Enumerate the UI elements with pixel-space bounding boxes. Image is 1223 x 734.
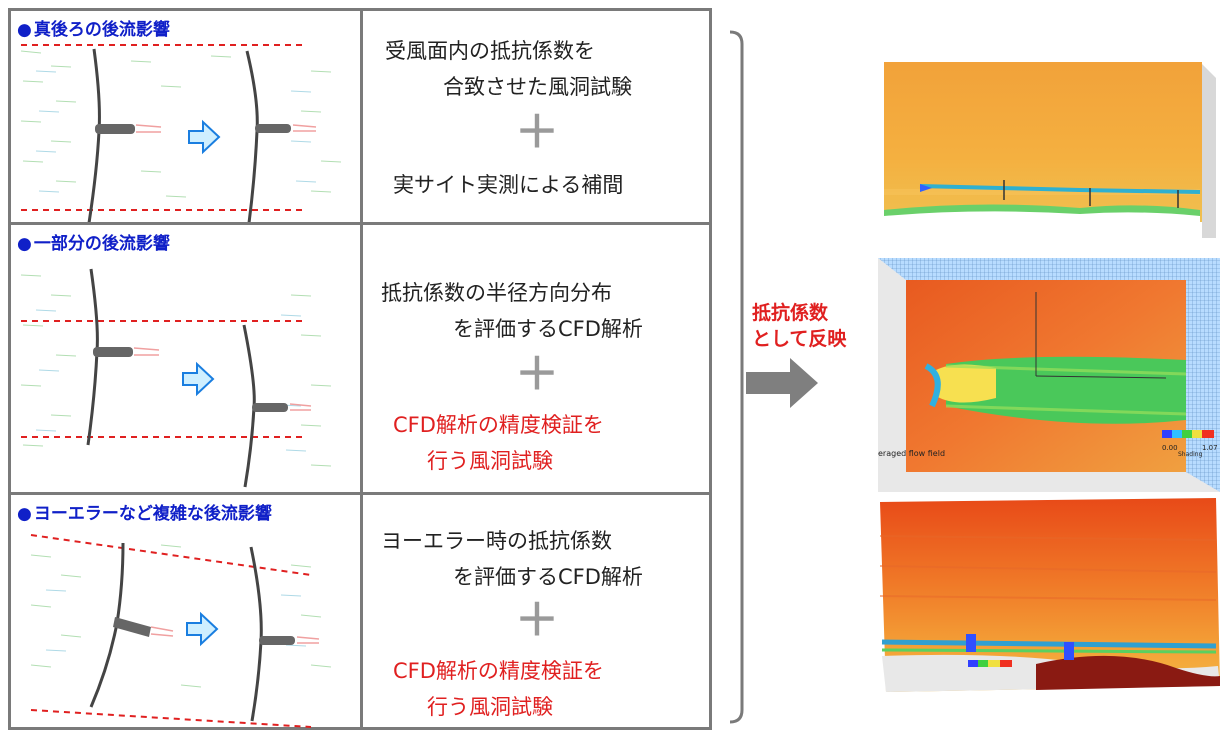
row-header: ●ヨーエラーなど複雑な後流影響 bbox=[17, 499, 272, 524]
method-text: 抵抗係数の半径方向分布 bbox=[381, 281, 612, 305]
cfd-result-averaged-flow: 0.00 1.07 Shading eraged flow field bbox=[878, 258, 1220, 492]
legend-label: Shading bbox=[1178, 451, 1203, 458]
plus-icon: ＋ bbox=[515, 595, 559, 646]
method-text: を評価するCFD解析 bbox=[453, 565, 643, 589]
comparison-table: ●真後ろの後流影響 bbox=[8, 8, 712, 730]
bullet-icon: ● bbox=[17, 234, 32, 254]
table-row: ●一部分の後流影響 bbox=[11, 225, 709, 495]
cfd-result-terrain-flow bbox=[879, 498, 1220, 692]
row-header: ●真後ろの後流影響 bbox=[17, 15, 170, 40]
table-row: ●ヨーエラーなど複雑な後流影響 bbox=[11, 495, 709, 730]
method-cell: ヨーエラー時の抵抗係数 を評価するCFD解析 ＋ CFD解析の精度検証を 行う風… bbox=[363, 495, 709, 730]
legend-max-label: 1.07 bbox=[1202, 444, 1218, 452]
method-text-red: CFD解析の精度検証を bbox=[393, 413, 604, 437]
bullet-icon: ● bbox=[17, 20, 32, 40]
method-text: 合致させた風洞試験 bbox=[443, 75, 632, 99]
plus-icon: ＋ bbox=[515, 107, 559, 158]
wake-illustration bbox=[20, 268, 332, 488]
table-row: ●真後ろの後流影響 bbox=[11, 11, 709, 225]
method-text-red: CFD解析の精度検証を bbox=[393, 659, 604, 683]
legend-min-label: 0.00 bbox=[1162, 444, 1178, 452]
plus-icon: ＋ bbox=[515, 349, 559, 400]
method-text-red: 行う風洞試験 bbox=[427, 449, 553, 473]
right-arrow-icon bbox=[188, 119, 221, 155]
bullet-icon: ● bbox=[17, 504, 32, 524]
method-text: を評価するCFD解析 bbox=[453, 317, 643, 341]
method-text: 受風面内の抵抗係数を bbox=[385, 39, 595, 63]
row-header: ●一部分の後流影響 bbox=[17, 229, 170, 254]
right-arrow-icon bbox=[186, 611, 219, 647]
reflect-label: 抵抗係数 として反映 bbox=[752, 302, 847, 350]
right-arrow-icon bbox=[182, 361, 215, 397]
cfd-result-wind-tunnel bbox=[884, 62, 1216, 238]
method-cell: 抵抗係数の半径方向分布 を評価するCFD解析 ＋ CFD解析の精度検証を 行う風… bbox=[363, 225, 709, 492]
method-text: 実サイト実測による補間 bbox=[393, 173, 624, 197]
method-text: ヨーエラー時の抵抗係数 bbox=[381, 529, 612, 553]
wake-illustration-cell: ●一部分の後流影響 bbox=[11, 225, 363, 492]
method-text-red: 行う風洞試験 bbox=[427, 695, 553, 719]
wake-illustration-cell: ●ヨーエラーなど複雑な後流影響 bbox=[11, 495, 363, 730]
wake-illustration bbox=[20, 44, 342, 222]
big-right-arrow-icon bbox=[746, 358, 818, 408]
wake-illustration-cell: ●真後ろの後流影響 bbox=[11, 11, 363, 222]
method-cell: 受風面内の抵抗係数を 合致させた風洞試験 ＋ 実サイト実測による補間 bbox=[363, 11, 709, 222]
right-brace bbox=[729, 30, 744, 724]
wake-illustration bbox=[30, 534, 332, 728]
cfd-caption: eraged flow field bbox=[878, 449, 945, 458]
